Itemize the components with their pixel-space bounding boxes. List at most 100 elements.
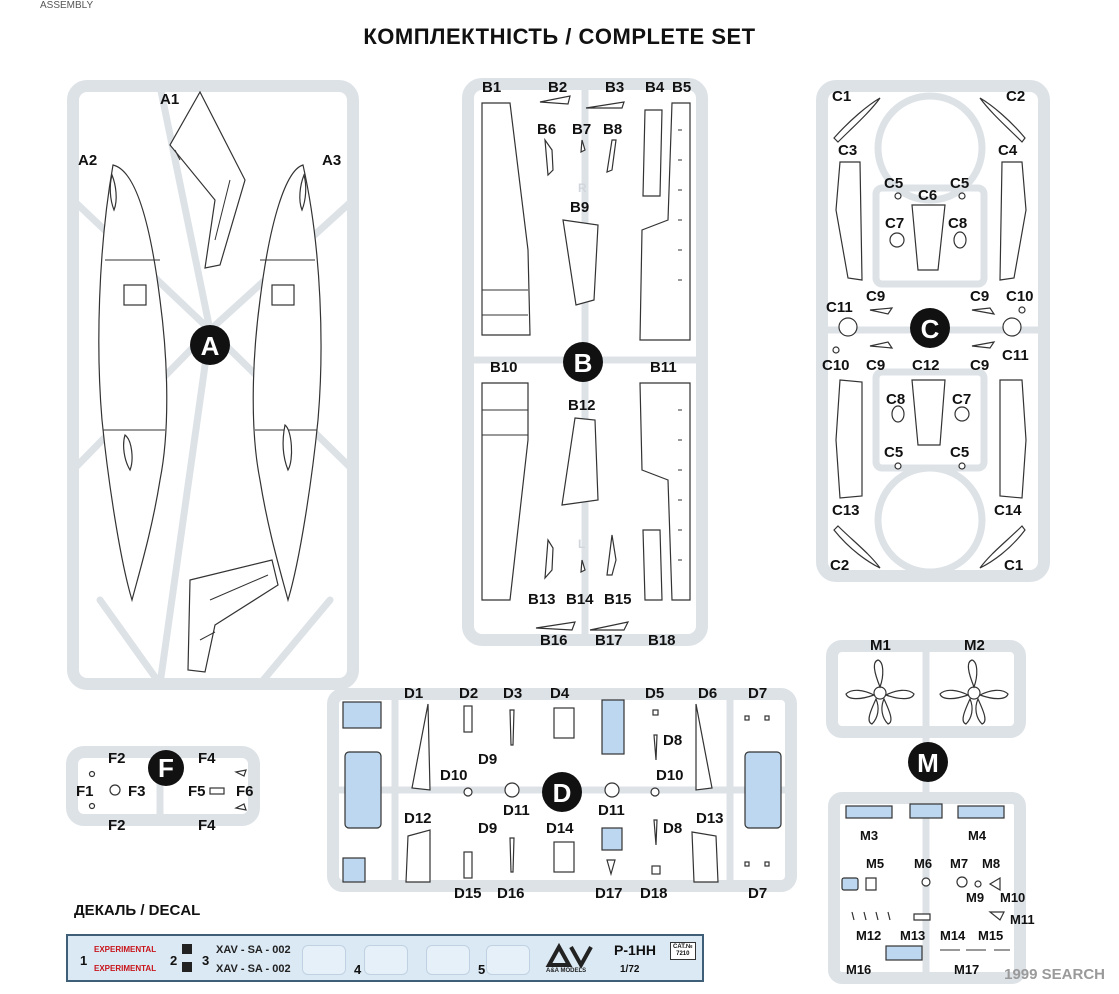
part-d16 xyxy=(509,837,515,873)
part-d7-c xyxy=(744,861,750,867)
part-d6 xyxy=(695,703,713,791)
label-m4: M4 xyxy=(968,828,987,843)
label-d10-left: D10 xyxy=(440,767,468,784)
label-m14: M14 xyxy=(940,928,966,943)
label-b2: B2 xyxy=(548,79,567,96)
part-b7 xyxy=(580,139,586,154)
label-m6: M6 xyxy=(914,856,932,871)
label-m7: M7 xyxy=(950,856,968,871)
part-c1-top xyxy=(833,97,881,143)
part-d7-a xyxy=(744,715,750,721)
part-d1 xyxy=(411,703,431,791)
label-f4-bottom: F4 xyxy=(198,817,216,834)
part-d10-a xyxy=(463,787,473,797)
decal-window-1 xyxy=(302,945,346,975)
decal-item-4: 4 xyxy=(354,962,362,977)
label-c9-c: C9 xyxy=(866,357,885,374)
part-c5 xyxy=(894,192,902,200)
label-d8-top: D8 xyxy=(663,732,682,749)
label-c11-b: C11 xyxy=(1002,347,1029,364)
decal-window-2 xyxy=(364,945,408,975)
label-a2: A2 xyxy=(78,152,97,169)
part-d3 xyxy=(509,709,515,746)
label-b4: B4 xyxy=(645,79,665,96)
label-b5: B5 xyxy=(672,79,691,96)
part-c9b xyxy=(971,307,996,315)
part-d17 xyxy=(606,859,616,877)
part-d18 xyxy=(651,865,661,875)
label-f3: F3 xyxy=(128,783,146,800)
label-f1: F1 xyxy=(76,783,94,800)
label-b11: B11 xyxy=(650,359,677,376)
label-b15: B15 xyxy=(604,591,632,608)
cropped-header-text: ASSEMBLY xyxy=(40,0,94,11)
label-c5-c: C5 xyxy=(884,444,903,461)
part-d-clear-2 xyxy=(344,751,382,829)
label-m2: M2 xyxy=(964,637,985,654)
label-d9-top: D9 xyxy=(478,751,497,768)
label-d8-bottom: D8 xyxy=(663,820,682,837)
label-b9: B9 xyxy=(570,199,589,216)
badge-a xyxy=(190,325,230,365)
part-f2-a xyxy=(88,770,96,778)
decal-emblem-icon-2 xyxy=(182,962,192,972)
label-b17: B17 xyxy=(595,632,623,649)
badge-m xyxy=(908,742,948,782)
part-c12 xyxy=(911,379,946,446)
sprue-letter-m: M xyxy=(917,748,939,778)
part-m5 xyxy=(865,877,877,891)
label-d14: D14 xyxy=(546,820,574,837)
part-b17 xyxy=(589,621,630,631)
label-b6: B6 xyxy=(537,121,556,138)
part-c9 xyxy=(869,307,894,315)
label-f2-top: F2 xyxy=(108,750,126,767)
label-b1: B1 xyxy=(482,79,501,96)
part-d11-a xyxy=(504,782,520,798)
part-m4-clear xyxy=(957,805,1005,819)
part-c5d xyxy=(958,462,966,470)
label-d12: D12 xyxy=(404,810,432,827)
badge-f xyxy=(148,750,184,786)
part-d2 xyxy=(463,705,473,733)
label-a3: A3 xyxy=(322,152,341,169)
label-c8-b: C8 xyxy=(886,391,905,408)
part-m1 xyxy=(845,659,915,725)
part-m12 xyxy=(851,911,891,921)
part-c7b xyxy=(954,406,970,422)
label-m15: M15 xyxy=(978,928,1003,943)
label-d10-right: D10 xyxy=(656,767,684,784)
part-f4-a xyxy=(234,769,247,777)
decal-sheet: 1 EXPERIMENTAL EXPERIMENTAL 2 3 XAV - SA… xyxy=(66,934,704,982)
part-b15 xyxy=(606,534,617,576)
decal-item-3: 3 xyxy=(202,953,210,968)
label-b3: B3 xyxy=(605,79,624,96)
part-d8-b xyxy=(653,819,658,846)
part-d-clear-1 xyxy=(342,701,382,729)
label-c2: C2 xyxy=(1006,88,1025,105)
part-c11 xyxy=(838,317,858,337)
part-d5 xyxy=(652,709,659,716)
badge-d xyxy=(542,772,582,812)
label-b7: B7 xyxy=(572,121,591,138)
sprue-letter-a: A xyxy=(201,331,220,361)
part-m-clear-center xyxy=(909,803,943,819)
part-c13 xyxy=(835,379,863,499)
part-b11 xyxy=(639,382,691,601)
part-f5 xyxy=(209,787,225,795)
sprue-m: M1 M2 M3 M4 M5 M6 M7 M8 M9 M10 M11 M12 M… xyxy=(826,637,1035,984)
part-c5c xyxy=(894,462,902,470)
sprue-b: R L B1 B2 B3 B4 B5 B6 B7 B8 B9 B10 B11 B… xyxy=(462,78,708,649)
decal-registration-1: XAV - SA - 002 xyxy=(216,944,291,956)
label-d16: D16 xyxy=(497,885,525,902)
part-a3 xyxy=(252,164,322,603)
label-b14: B14 xyxy=(566,591,594,608)
part-c8 xyxy=(953,231,967,249)
label-f5: F5 xyxy=(188,783,206,800)
decal-registration-2: XAV - SA - 002 xyxy=(216,963,291,975)
brand-name: A&A MODELS xyxy=(546,968,587,974)
part-c7 xyxy=(889,232,905,248)
label-b18: B18 xyxy=(648,632,676,649)
label-c1: C1 xyxy=(832,88,851,105)
part-d15 xyxy=(463,851,473,879)
